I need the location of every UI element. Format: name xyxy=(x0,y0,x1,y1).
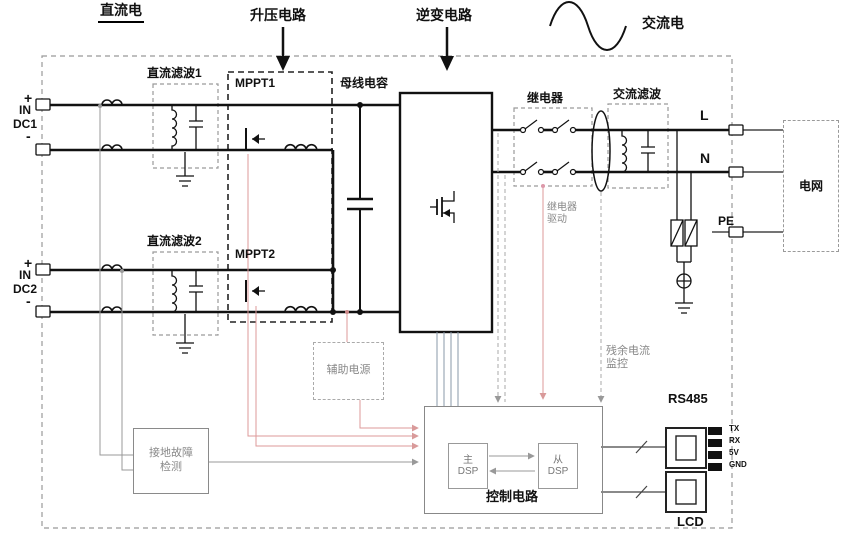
rs485-connectors xyxy=(665,427,722,513)
inverter-circuit-label: 逆变电路 xyxy=(416,7,472,23)
ground-icon xyxy=(675,288,693,314)
relay-label: 继电器 xyxy=(527,91,564,105)
inverter-arrow-icon xyxy=(440,27,454,71)
choke-coil-icon xyxy=(171,270,178,313)
choke-coil-icon xyxy=(171,105,178,150)
grid-box: 电网 xyxy=(783,120,839,252)
component-boxes xyxy=(152,71,669,336)
dc-filter1-box xyxy=(152,83,219,169)
control-circuit-box xyxy=(424,406,603,514)
slave-dsp-box: 从 DSP xyxy=(538,443,578,489)
comm-pins xyxy=(708,427,722,471)
pin-tx-label: TX xyxy=(729,424,740,433)
ac-filter-symbol xyxy=(621,130,655,173)
junction-dots xyxy=(98,102,545,315)
residual-current-label: 残余电流 监控 xyxy=(606,345,650,371)
relay-box xyxy=(513,107,593,187)
rs485-label: RS485 xyxy=(668,391,708,406)
pin-rx-label: RX xyxy=(729,436,741,445)
relay-drive-label: 继电器 驱动 xyxy=(547,202,577,225)
dc1-minus-label: - xyxy=(26,128,31,144)
bus-capacitor-label: 母线电容 xyxy=(340,76,389,90)
dc-filter2-symbol xyxy=(171,270,203,354)
enclosure-border xyxy=(41,55,733,529)
current-transformer-icon xyxy=(591,110,611,192)
aux-power-box: 辅助电源 xyxy=(313,342,384,400)
capacitor-icon xyxy=(189,105,203,150)
varistor-protection xyxy=(670,130,698,314)
mppt2-label: MPPT2 xyxy=(235,247,276,261)
dc-filter1-symbol xyxy=(171,105,203,187)
relay-contacts-symbol xyxy=(519,119,577,176)
boost-circuit-label: 升压电路 xyxy=(250,7,306,23)
lcd-label: LCD xyxy=(677,514,704,529)
boost-arrow-icon xyxy=(276,27,290,71)
dc2-minus-label: - xyxy=(26,293,31,309)
dc2-plus-label: + xyxy=(24,255,33,271)
line-l-label: L xyxy=(700,107,709,123)
ground-icon xyxy=(176,314,194,354)
dc1-terminal-label: IN DC1 xyxy=(12,103,37,132)
signal-lines xyxy=(99,107,666,499)
fuse-bumps xyxy=(101,99,318,313)
control-circuit-label: 控制电路 xyxy=(486,489,539,504)
choke-coil-icon xyxy=(621,130,628,173)
mosfet-icon xyxy=(430,191,455,223)
ac-filter-box xyxy=(607,103,669,189)
dc-filter2-box xyxy=(152,251,219,336)
dc-power-label: 直流电 xyxy=(98,2,144,23)
capacitor-icon xyxy=(189,270,203,312)
power-rails xyxy=(50,103,729,314)
dc-filter2-label: 直流滤波2 xyxy=(147,234,202,248)
capacitor-icon xyxy=(641,130,655,172)
top-annotations xyxy=(276,1,627,71)
ac-power-label: 交流电 xyxy=(642,15,684,31)
line-n-label: N xyxy=(700,150,711,166)
ac-filter-label: 交流滤波 xyxy=(613,87,662,101)
dc-filter1-label: 直流滤波1 xyxy=(147,66,202,80)
ground-fault-box: 接地故障 检测 xyxy=(133,428,209,494)
pin-gnd-label: GND xyxy=(729,460,747,469)
ac-sine-icon xyxy=(549,1,627,51)
mppt1-label: MPPT1 xyxy=(235,76,276,90)
mppt-boost-box xyxy=(227,71,333,323)
dc2-terminal-label: IN DC2 xyxy=(12,268,37,297)
inverter-block xyxy=(398,91,494,334)
terminal-pads xyxy=(35,98,744,318)
ground-icon xyxy=(176,152,194,187)
dc1-plus-label: + xyxy=(24,90,33,106)
master-dsp-box: 主 DSP xyxy=(448,443,488,489)
bus-capacitor-symbol xyxy=(347,105,373,312)
mppt-switch-symbols xyxy=(245,128,265,302)
pin-5v-label: 5V xyxy=(729,448,739,457)
line-pe-label: PE xyxy=(718,214,735,228)
grid-stubs xyxy=(712,129,783,233)
